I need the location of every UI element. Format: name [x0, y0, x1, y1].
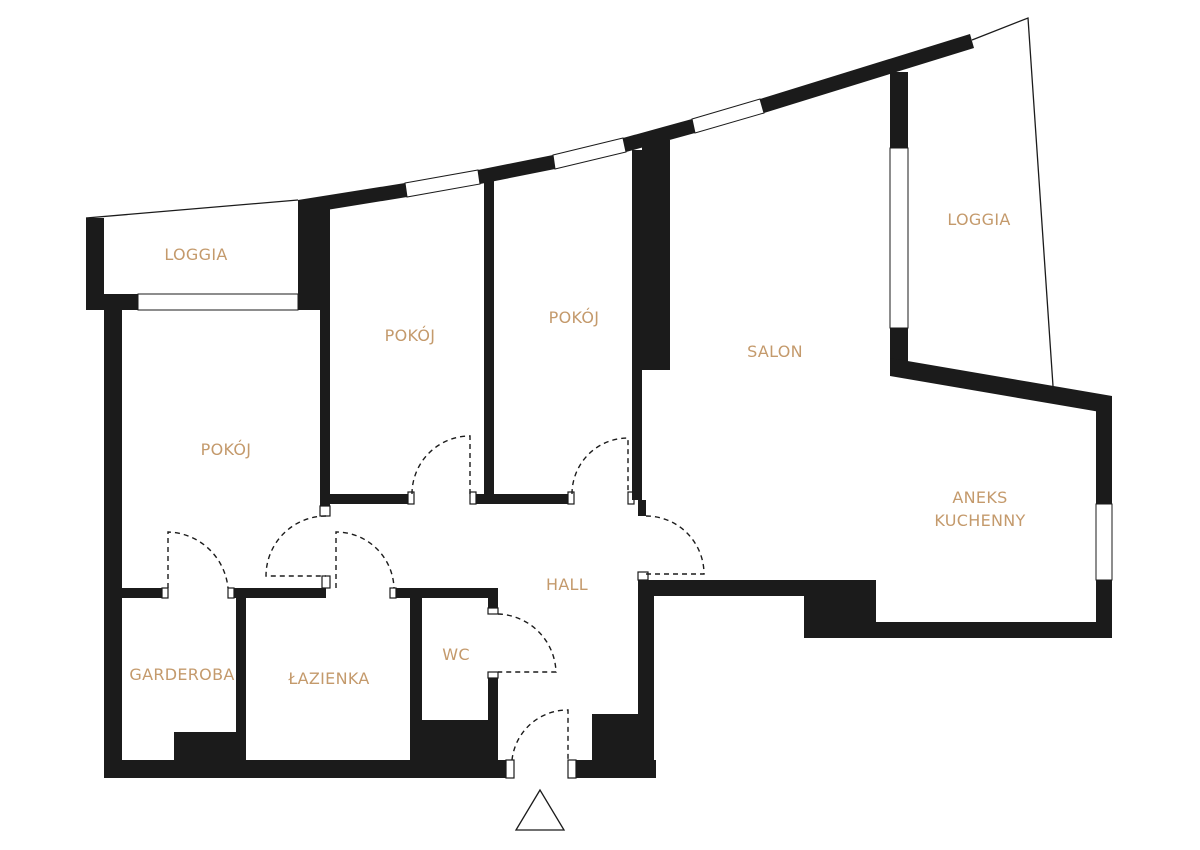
label-lazienka: ŁAZIENKA [287, 669, 369, 688]
label-pokoj-left: POKÓJ [201, 440, 252, 459]
entrance-triangle-icon [514, 788, 566, 831]
middle-walls [314, 140, 670, 517]
label-salon: SALON [747, 342, 803, 361]
window-facade-2 [552, 137, 627, 170]
label-hall: HALL [546, 575, 588, 594]
window-loggia-right [889, 147, 909, 329]
label-loggia-right: LOGGIA [947, 210, 1010, 229]
window-facade-3 [691, 98, 765, 134]
label-pokoj-mid: POKÓJ [385, 326, 436, 345]
facade-walls [85, 17, 1054, 387]
right-wing-walls [637, 72, 1113, 776]
bottom-walls [104, 575, 656, 779]
room-labels: LOGGIA POKÓJ POKÓJ POKÓJ SALON LOGGIA AN… [129, 210, 1025, 688]
label-aneks-line1: ANEKS [952, 488, 1007, 507]
door-swings [167, 435, 705, 761]
left-wing-walls [86, 200, 330, 778]
window-aneks [1095, 503, 1113, 581]
window-loggia-left [137, 293, 299, 311]
label-loggia-left: LOGGIA [164, 245, 227, 264]
window-facade-1 [404, 169, 481, 198]
label-garderoba: GARDEROBA [129, 665, 234, 684]
label-wc: WC [442, 645, 470, 664]
label-aneks-line2: KUCHENNY [934, 511, 1025, 530]
label-pokoj-right: POKÓJ [549, 308, 600, 327]
